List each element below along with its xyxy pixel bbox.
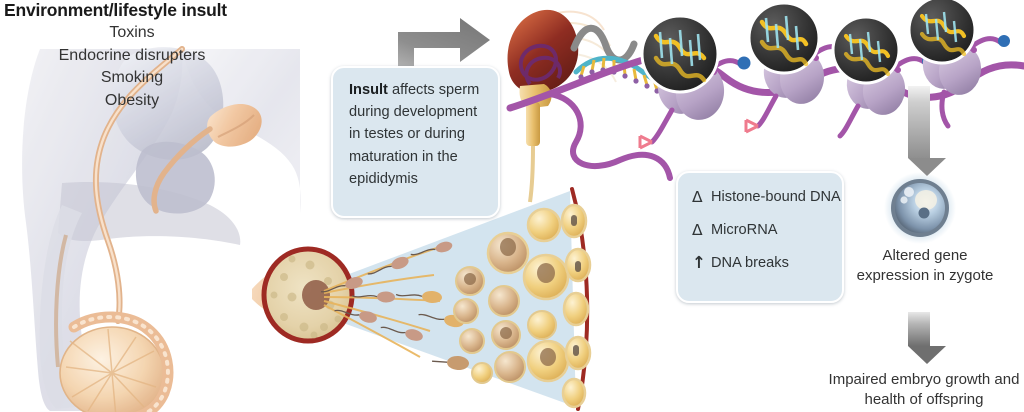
nucleosome-chromatin-illustration: [506, 0, 1024, 170]
page-title: Environment/lifestyle insult: [4, 0, 227, 20]
arrow-down-icon: [908, 312, 946, 364]
marker-label: Histone-bound DNA: [711, 189, 841, 205]
marker-row: Δ Histone-bound DNA: [692, 187, 842, 207]
insult-callout-body: affects sperm during development in test…: [349, 82, 480, 187]
delta-change-symbol: Δ: [692, 221, 703, 239]
male-reproductive-anatomy-illustration: [4, 46, 304, 412]
up-arrow-symbol: ↑: [692, 253, 706, 272]
zygote-cell-illustration: [884, 172, 956, 244]
marker-row: ↑ DNA breaks: [692, 253, 842, 273]
insult-factor-list: Toxins Endocrine disrupters Smoking Obes…: [0, 22, 264, 112]
marker-row: Δ MicroRNA: [692, 220, 842, 240]
spermatogenesis-wedge-illustration: [252, 185, 610, 412]
insult-factor-item: Toxins: [109, 24, 155, 41]
delta-change-symbol: Δ: [692, 188, 703, 206]
elbow-arrow-right-icon: [398, 14, 490, 76]
insult-factor-item: Smoking: [100, 69, 164, 86]
arrow-down-icon: [908, 86, 946, 176]
zygote-caption: Altered gene expression in zygote: [856, 247, 994, 284]
marker-label: DNA breaks: [711, 255, 789, 271]
insult-factor-item: Obesity: [104, 91, 160, 109]
molecular-markers-callout-box: Δ Histone-bound DNA Δ MicroRNA ↑ DNA bre…: [676, 171, 844, 303]
outcome-caption: Impaired embryo growth and health of off…: [828, 371, 1020, 408]
insult-callout-box: Insult affects sperm during development …: [331, 66, 500, 218]
marker-label: MicroRNA: [711, 222, 778, 238]
sperm-head-rna-illustration: [480, 2, 673, 203]
insult-factor-item: Endocrine disrupters: [58, 46, 206, 64]
insult-callout-lead: Insult: [349, 82, 388, 98]
